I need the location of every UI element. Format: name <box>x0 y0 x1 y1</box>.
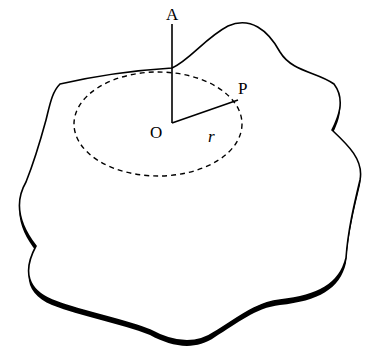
axis-line <box>171 24 173 123</box>
point-label: O <box>150 124 162 141</box>
surface-outline <box>19 23 360 341</box>
dashed-circle <box>74 72 242 176</box>
point-label: P <box>238 80 247 97</box>
point-label: r <box>208 128 215 145</box>
radius-line <box>172 100 238 123</box>
point-label: A <box>166 6 178 23</box>
